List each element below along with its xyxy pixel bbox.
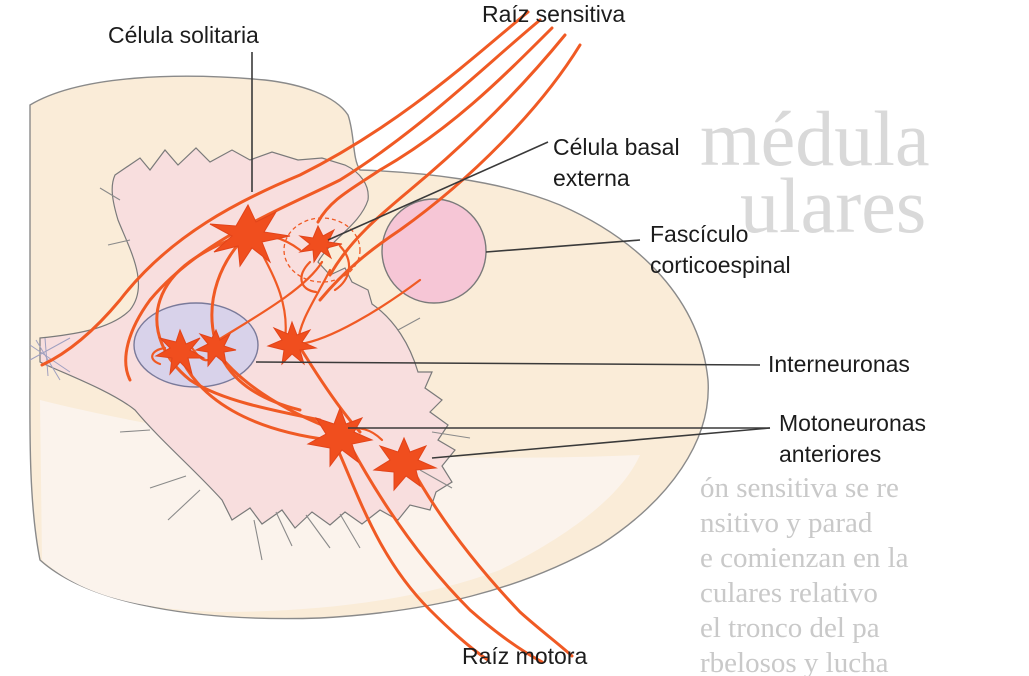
- background-page-text: médula ulares ón sensitiva se re nsitivo…: [700, 95, 930, 676]
- label-fasciculo-line1: Fascículo: [650, 221, 748, 247]
- label-celula-basal-line2: externa: [553, 165, 630, 191]
- label-interneuronas: Interneuronas: [768, 351, 910, 377]
- background-body-line: culares relativo: [700, 577, 878, 609]
- label-raiz-motora: Raíz motora: [462, 643, 587, 669]
- corticospinal-tract: [382, 199, 486, 303]
- label-motoneuronas-line2: anteriores: [779, 441, 881, 467]
- label-motoneuronas-line1: Motoneuronas: [779, 410, 926, 436]
- label-celula-solitaria: Célula solitaria: [108, 22, 259, 48]
- label-raiz-sensitiva: Raíz sensitiva: [482, 1, 625, 27]
- background-body-line: e comienzan en la: [700, 542, 909, 574]
- background-heading-line2: ulares: [740, 162, 926, 249]
- label-fasciculo-line2: corticoespinal: [650, 252, 791, 278]
- background-body-line: el tronco del pa: [700, 612, 880, 644]
- background-body-line: nsitivo y parad: [700, 507, 873, 539]
- background-body-line: rbelosos y lucha: [700, 647, 889, 676]
- label-celula-basal-line1: Célula basal: [553, 134, 680, 160]
- background-body-line: ón sensitiva se re: [700, 472, 899, 504]
